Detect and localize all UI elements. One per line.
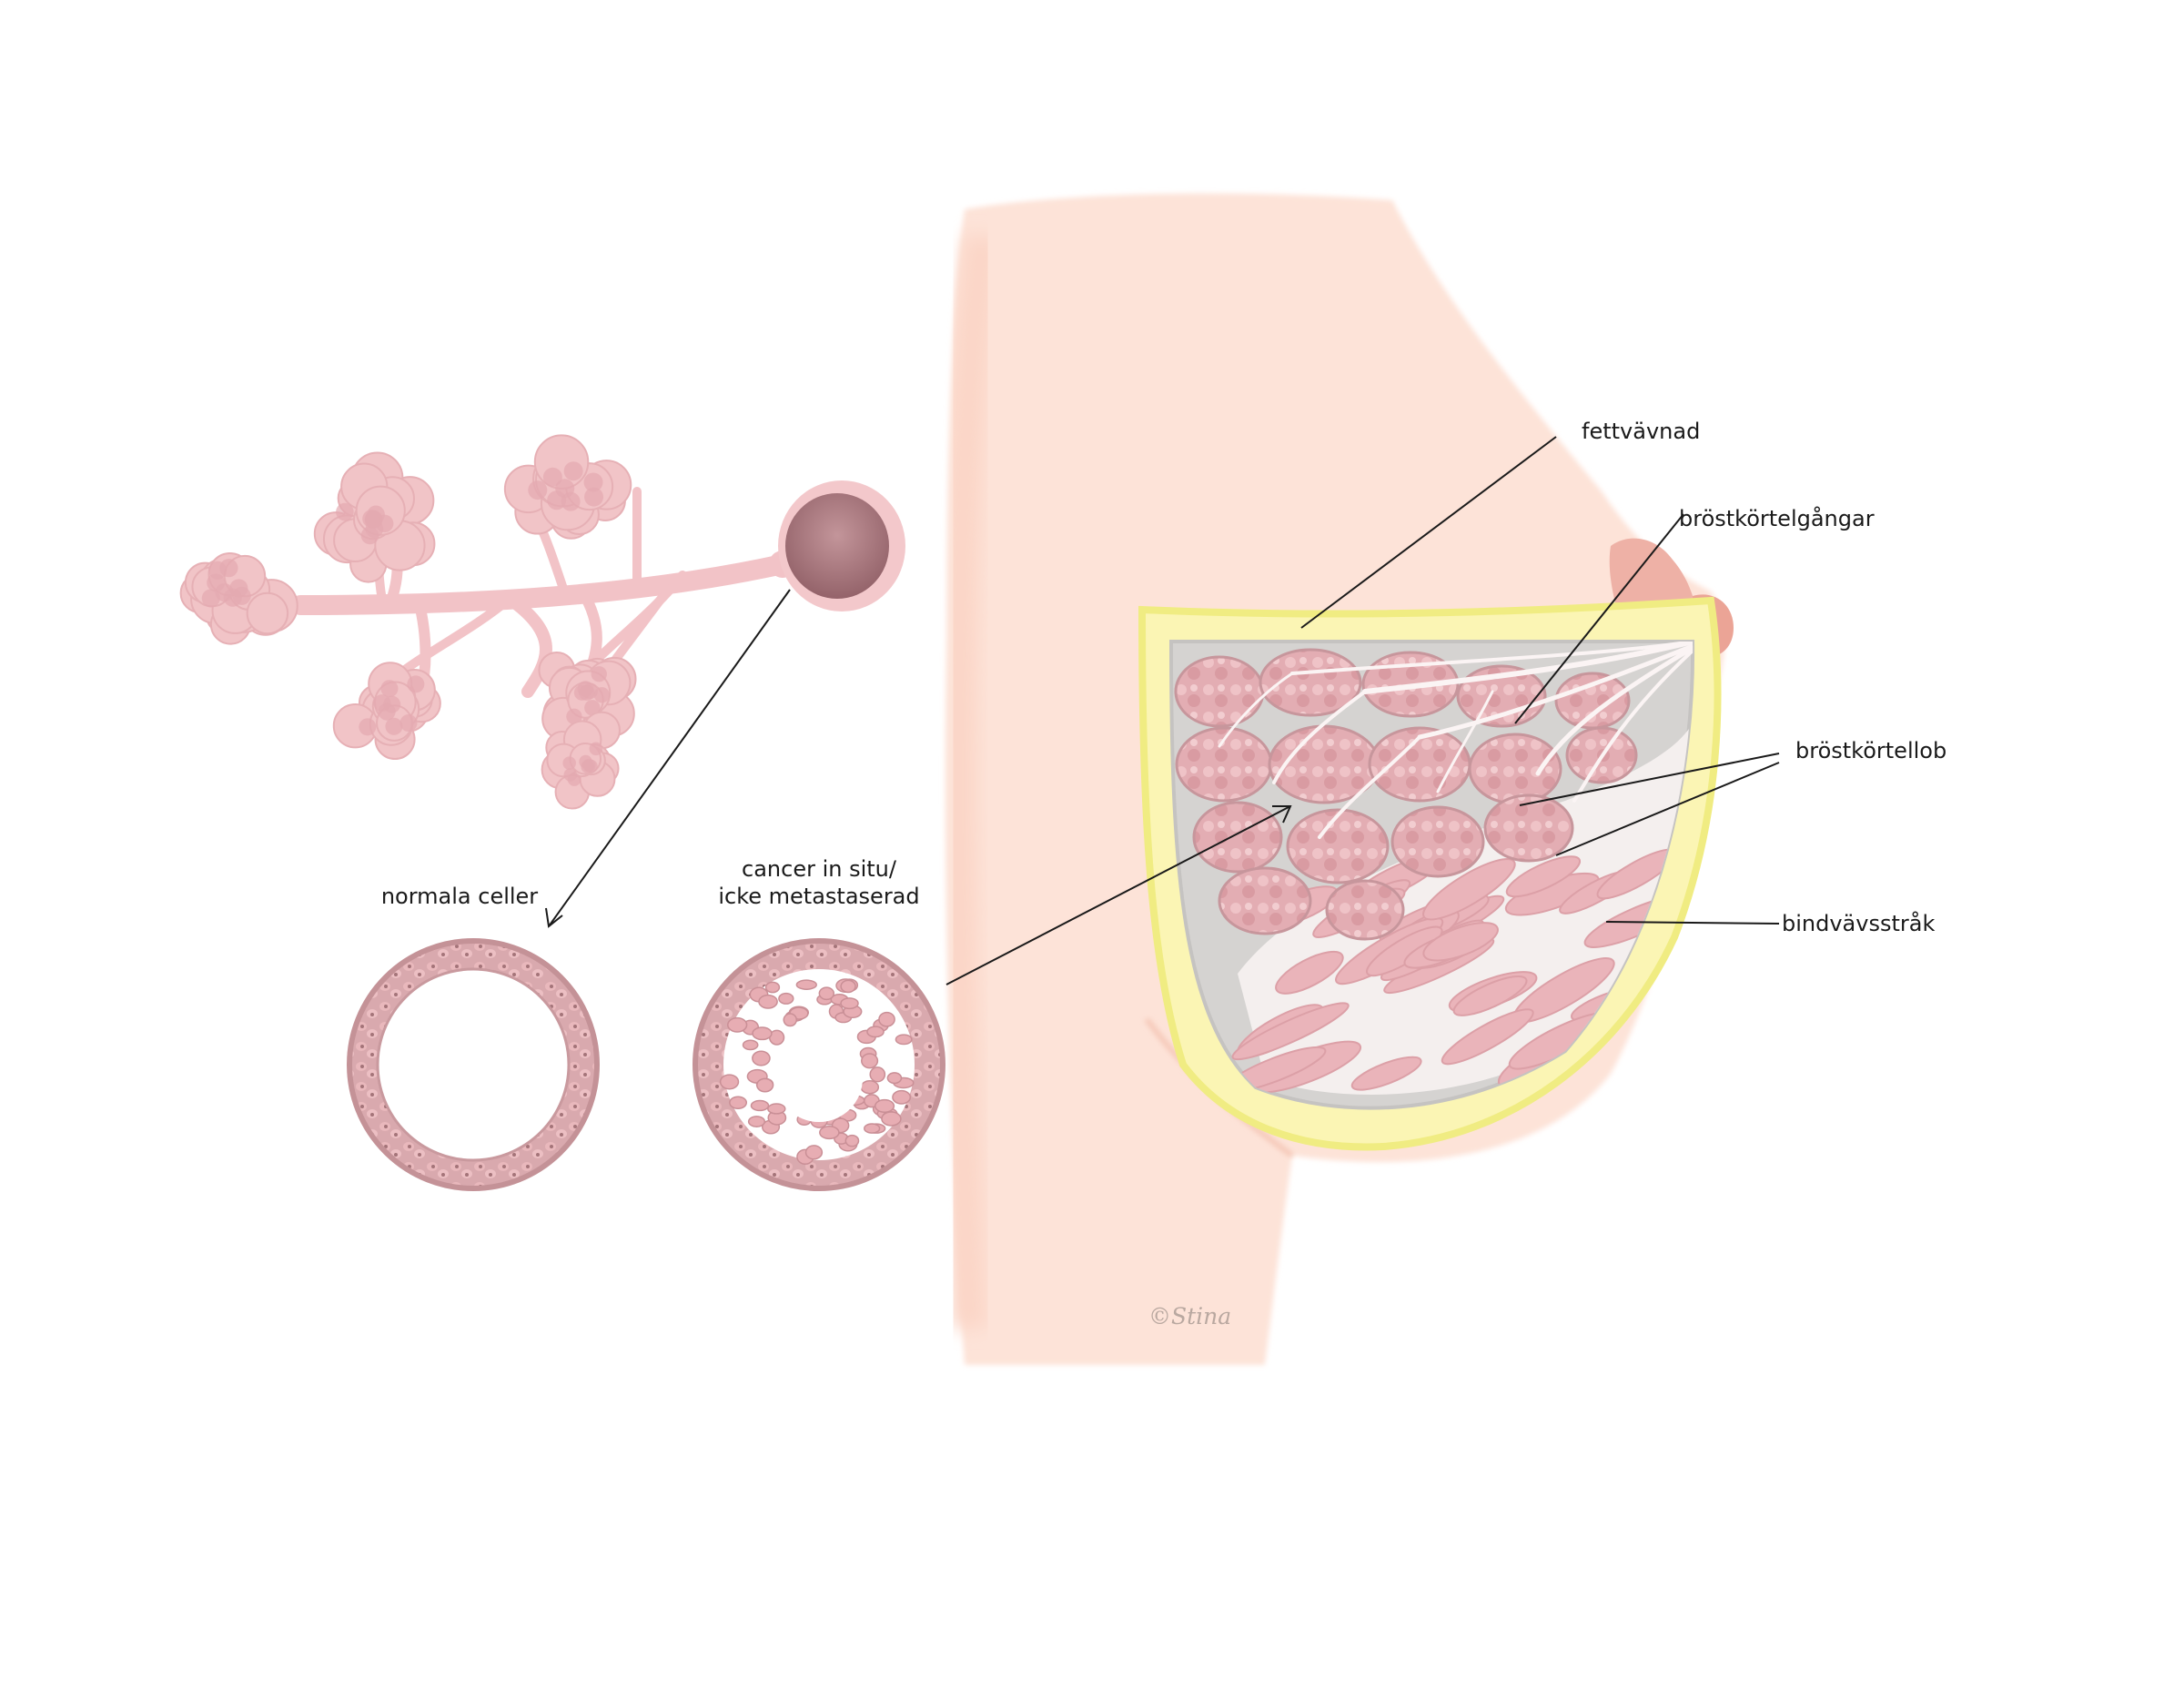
lobule bbox=[1288, 810, 1388, 883]
acinus bbox=[248, 593, 288, 633]
tumor-cell bbox=[749, 1117, 765, 1127]
tumor-cell bbox=[862, 1054, 878, 1068]
acinus-shade bbox=[584, 760, 598, 773]
lobule bbox=[1470, 734, 1561, 803]
label-brostkortellob: bröstkörtellob bbox=[1795, 738, 1946, 763]
acinus-shade bbox=[380, 680, 398, 697]
acinus-shade bbox=[578, 681, 593, 696]
tumor-cell bbox=[887, 1073, 901, 1084]
acinus-shade bbox=[385, 718, 402, 735]
lobule bbox=[1485, 795, 1572, 861]
tumor-cell bbox=[796, 980, 816, 989]
acinus-cluster bbox=[181, 553, 298, 644]
tumor-cell bbox=[766, 982, 780, 992]
lobule bbox=[1556, 673, 1629, 728]
acinus-cluster bbox=[334, 662, 440, 759]
acinus-shade bbox=[379, 703, 396, 721]
artist-signature: ©Stina bbox=[1148, 1303, 1231, 1329]
tumor-cell bbox=[757, 1078, 774, 1091]
tumor-cell bbox=[728, 1018, 747, 1032]
tumor-cell bbox=[870, 1067, 885, 1082]
tumor-cell bbox=[864, 1124, 880, 1133]
label-brostkortelgangar: bröstkörtelgångar bbox=[1679, 505, 1875, 531]
lobule-illustration bbox=[181, 435, 905, 808]
duct-end-lumen bbox=[785, 493, 889, 599]
acinus-shade bbox=[336, 503, 354, 521]
acinus-shade bbox=[407, 675, 424, 692]
acinus-shade bbox=[564, 768, 578, 782]
tumor-cell bbox=[819, 987, 834, 999]
tumor-cell bbox=[721, 1075, 739, 1089]
acinus-shade bbox=[359, 718, 376, 735]
tumor-cell bbox=[779, 994, 794, 1004]
normal-duct-cross-section bbox=[349, 941, 597, 1188]
tumor-cell bbox=[895, 1035, 911, 1044]
acinus-shade bbox=[547, 490, 566, 510]
lobule bbox=[1176, 657, 1263, 726]
tumor-cell bbox=[784, 1014, 796, 1026]
tumor-cell bbox=[845, 1136, 858, 1147]
tumor-cell bbox=[841, 980, 855, 992]
tumor-cell bbox=[753, 1027, 772, 1039]
tumor-cell bbox=[879, 1013, 895, 1026]
tumor-cell bbox=[875, 1100, 895, 1113]
lobule bbox=[1327, 881, 1403, 939]
tumor-cell bbox=[882, 1112, 901, 1126]
acinus-shade bbox=[208, 561, 227, 580]
tumor-cell bbox=[743, 1040, 758, 1049]
acinus-shade bbox=[592, 666, 607, 682]
tumor-cell bbox=[841, 998, 858, 1009]
acinus-shade bbox=[528, 480, 547, 500]
acinus-cluster bbox=[505, 435, 631, 538]
lobule bbox=[1194, 803, 1281, 872]
tumor-cell bbox=[768, 1104, 785, 1114]
label-fettvavnad: fettvävnad bbox=[1582, 419, 1700, 444]
lobule bbox=[1219, 868, 1310, 934]
acinus-shade bbox=[399, 714, 417, 732]
label-icke-metastaserad: icke metastaserad bbox=[718, 884, 919, 909]
normal-duct-lumen bbox=[378, 969, 569, 1160]
acinus-shade bbox=[202, 589, 220, 607]
label-normala-celler: normala celler bbox=[381, 884, 538, 909]
breast-cross-section bbox=[1142, 601, 1717, 1147]
acinus-cluster bbox=[315, 452, 435, 581]
label-bindvavsstrak: bindvävsstråk bbox=[1782, 910, 1935, 936]
tumor-cell bbox=[861, 1081, 878, 1094]
label-cancer-in-situ: cancer in situ/ bbox=[742, 856, 897, 882]
acinus-shade bbox=[584, 472, 603, 491]
tumor-cell bbox=[806, 1146, 823, 1159]
acinus-shade bbox=[229, 579, 248, 597]
tumor-cell bbox=[820, 1127, 839, 1139]
cancer-duct-cross-section bbox=[695, 941, 943, 1188]
remaining-lumen bbox=[775, 1035, 863, 1122]
acinus-shade bbox=[564, 461, 583, 480]
tumor-cell bbox=[867, 1026, 884, 1036]
tumor-cell bbox=[759, 995, 777, 1008]
tumor-cell bbox=[751, 1101, 768, 1111]
acinus-shade bbox=[590, 743, 603, 756]
tumor-cell bbox=[730, 1097, 746, 1108]
tumor-cell bbox=[753, 1051, 770, 1066]
tumor-cell bbox=[893, 1091, 910, 1104]
acinus-shade bbox=[562, 756, 576, 770]
acinus-shade bbox=[366, 520, 384, 539]
lobule bbox=[1392, 807, 1483, 876]
acini-clusters bbox=[181, 435, 636, 808]
